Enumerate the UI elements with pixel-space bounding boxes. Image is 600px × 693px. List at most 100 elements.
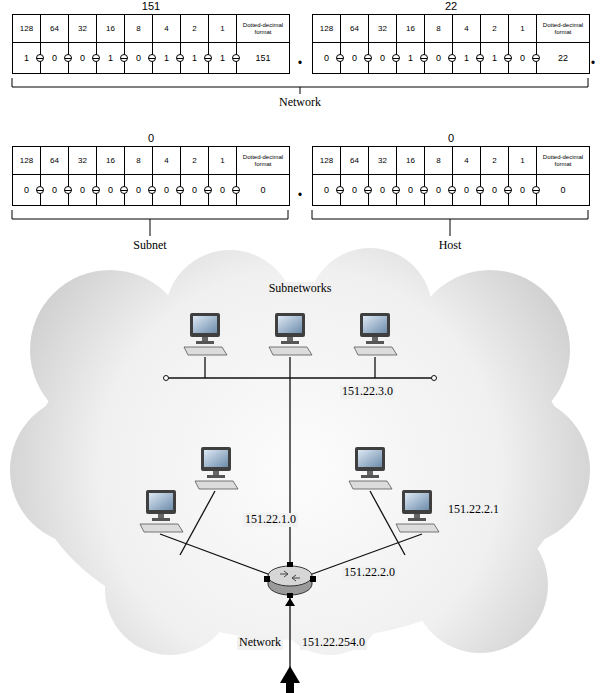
bit-separator <box>120 186 128 194</box>
byte-value-heading: 151 <box>12 0 290 12</box>
table-cell: 64 <box>341 147 369 175</box>
router-symbol <box>264 562 316 598</box>
table-cell: 32 <box>369 15 397 43</box>
table-cell: Dotted-decimal format <box>237 15 289 43</box>
byte-value-heading: 22 <box>312 0 590 12</box>
bit-separator <box>420 186 428 194</box>
table-cell: 1 <box>209 43 237 73</box>
cloud-title: Subnetworks <box>267 282 334 296</box>
bit-weight: 8 <box>136 156 140 165</box>
table-cell: 0 <box>69 43 97 73</box>
subnet-address: 151.22.1.0 <box>243 513 298 527</box>
table-cell: 4 <box>453 147 481 175</box>
bit-separator <box>504 54 512 62</box>
table-cell: 4 <box>153 15 181 43</box>
bit-value: 1 <box>464 53 469 63</box>
table-cell: 0 <box>509 175 537 205</box>
table-cell: 1 <box>209 15 237 43</box>
bit-grid: 1286432168421Dotted-decimal format000101… <box>312 14 590 74</box>
column-header: Dotted-decimal format <box>537 154 589 167</box>
arrow-head <box>285 598 295 606</box>
table-cell: 0 <box>453 175 481 205</box>
bit-value: 0 <box>352 53 357 63</box>
bit-weight: 2 <box>492 156 496 165</box>
table-cell: 0 <box>209 175 237 205</box>
decimal-value: 0 <box>260 185 265 195</box>
bit-separator <box>36 186 44 194</box>
bit-separator <box>448 54 456 62</box>
table-cell: 0 <box>97 175 125 205</box>
table-cell: Dotted-decimal format <box>537 15 589 43</box>
bit-weight: 128 <box>20 156 33 165</box>
table-cell: 0 <box>397 175 425 205</box>
table-cell: 0 <box>153 175 181 205</box>
bit-value: 0 <box>464 185 469 195</box>
network-address: 151.22.254.0 <box>300 636 367 650</box>
table-cell: 2 <box>481 15 509 43</box>
bit-separator <box>392 54 400 62</box>
subnet-address: 151.22.2.0 <box>342 566 397 580</box>
decimal-value: 0 <box>560 185 565 195</box>
bit-separator <box>336 186 344 194</box>
decimal-value: 22 <box>558 53 568 63</box>
table-cell: 128 <box>13 147 41 175</box>
table-cell: 16 <box>397 147 425 175</box>
bit-value: 0 <box>192 185 197 195</box>
bit-value: 0 <box>408 185 413 195</box>
bit-weight: 4 <box>164 24 168 33</box>
table-cell: 8 <box>425 147 453 175</box>
table-cell: 1 <box>209 147 237 175</box>
bit-value: 0 <box>136 185 141 195</box>
table-cell: 1 <box>509 15 537 43</box>
subnet-address: 151.22.3.0 <box>340 385 395 399</box>
table-cell: 0 <box>341 175 369 205</box>
arrow-shaft <box>286 682 294 693</box>
bit-value: 0 <box>520 53 525 63</box>
bit-separator <box>336 54 344 62</box>
bit-weight: 2 <box>192 156 196 165</box>
byte-table: 1511286432168421Dotted-decimal format100… <box>12 14 290 74</box>
bit-separator <box>476 54 484 62</box>
table-cell: 8 <box>425 15 453 43</box>
bit-separator <box>204 54 212 62</box>
table-cell: 2 <box>181 15 209 43</box>
bit-weight: 8 <box>136 24 140 33</box>
table-cell: 8 <box>125 147 153 175</box>
table-cell: 0 <box>41 43 69 73</box>
table-cell: 0 <box>125 175 153 205</box>
bit-weight: 2 <box>492 24 496 33</box>
bit-value: 0 <box>492 185 497 195</box>
table-cell: 2 <box>181 147 209 175</box>
bit-value: 0 <box>380 185 385 195</box>
table-cell: 128 <box>313 15 341 43</box>
separator-dot: . <box>298 46 303 69</box>
byte-table: 221286432168421Dotted-decimal format0001… <box>312 14 590 74</box>
bus-terminator <box>432 376 437 381</box>
table-cell: 8 <box>125 15 153 43</box>
bit-separator <box>64 186 72 194</box>
bit-weight: 32 <box>78 24 87 33</box>
bit-separator <box>532 186 540 194</box>
column-header: Dotted-decimal format <box>237 154 289 167</box>
table-cell: 1 <box>453 43 481 73</box>
bit-weight: 32 <box>378 156 387 165</box>
bit-weight: 16 <box>406 156 415 165</box>
table-cell: 0 <box>41 175 69 205</box>
bit-separator <box>364 186 372 194</box>
computer-icon <box>140 313 439 532</box>
table-cell: 0 <box>313 43 341 73</box>
bit-weight: 2 <box>192 24 196 33</box>
bit-value: 1 <box>192 53 197 63</box>
table-cell: 2 <box>481 147 509 175</box>
table-cell: 0 <box>537 175 589 205</box>
table-cell: 16 <box>397 15 425 43</box>
bit-value: 1 <box>220 53 225 63</box>
separator-dot: . <box>298 178 303 201</box>
byte-table: 01286432168421Dotted-decimal format00000… <box>312 146 590 206</box>
bit-weight: 1 <box>220 156 224 165</box>
bit-value: 1 <box>492 53 497 63</box>
table-cell: 16 <box>97 147 125 175</box>
bit-value: 0 <box>164 185 169 195</box>
bit-value: 0 <box>108 185 113 195</box>
bit-value: 0 <box>136 53 141 63</box>
